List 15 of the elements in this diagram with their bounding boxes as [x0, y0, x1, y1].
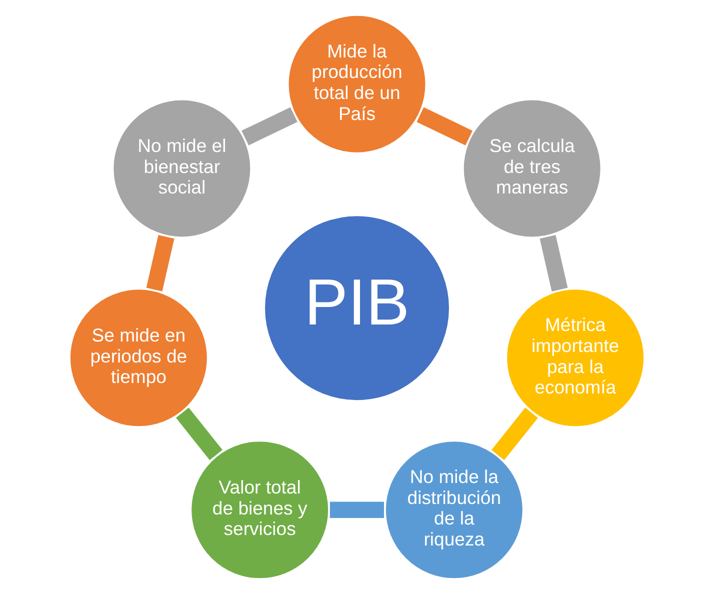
node-circle: No mide el bienestar social: [110, 97, 254, 240]
connector: [330, 502, 384, 518]
connector: [146, 234, 174, 292]
node-circle: Mide la producción total de un País: [286, 12, 428, 156]
node-circle: Métrica importante para la economía: [504, 286, 647, 430]
connector: [416, 107, 473, 146]
connector: [242, 107, 298, 146]
connector: [540, 235, 568, 292]
node-circle: Se mide en periodos de tiempo: [67, 286, 210, 430]
connector: [176, 408, 222, 460]
node-circle: Valor total de bienes y servicios: [188, 438, 332, 582]
node-circle: No mide la distribución de la riqueza: [382, 438, 526, 582]
connector: [491, 408, 538, 460]
node-circle: Se calcula de tres maneras: [460, 97, 604, 240]
node-circle: PIB: [262, 213, 452, 404]
